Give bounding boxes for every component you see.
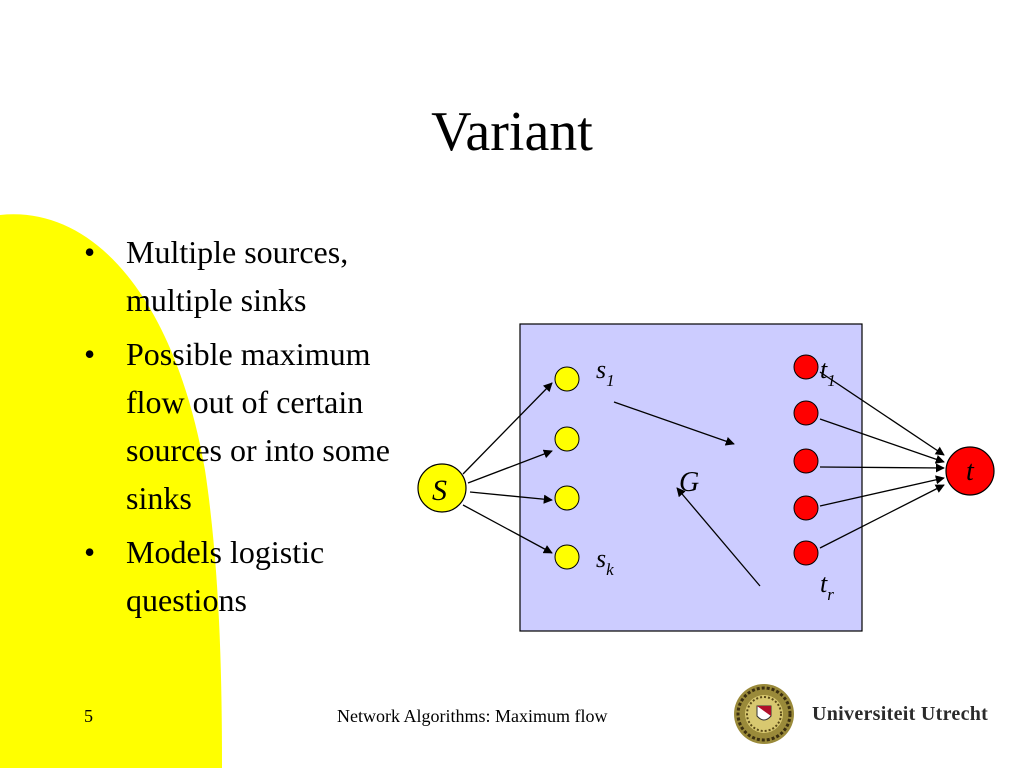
- edge-tr-t: [819, 484, 945, 549]
- super-sink-node: [945, 446, 995, 496]
- sink-edges: [819, 371, 945, 549]
- edge-S-s1: [462, 382, 553, 475]
- bullet-text: Multiple sources, multiple sinks: [126, 234, 349, 318]
- bullet-item: • Models logistic questions: [84, 528, 414, 624]
- super-source-label: S: [432, 474, 447, 507]
- bullet-icon: •: [84, 336, 96, 372]
- edge-t1-t: [819, 371, 945, 456]
- arrow-into-G: [613, 401, 735, 446]
- arrow-toward-G: [676, 487, 761, 587]
- source-node: [554, 485, 580, 511]
- sink-node: [793, 400, 819, 426]
- label-t1: t1: [820, 355, 836, 390]
- label-tr: tr: [820, 569, 834, 604]
- sink-node: [793, 448, 819, 474]
- course-title: Network Algorithms: Maximum flow: [337, 706, 608, 726]
- edge-t3-t: [819, 463, 945, 473]
- label-graph: G: [679, 467, 699, 498]
- utrecht-seal-icon: [734, 684, 794, 744]
- bullet-icon: •: [84, 234, 96, 270]
- slide-title: Variant: [431, 101, 593, 163]
- page-number: 5: [84, 706, 93, 726]
- sink-node: [793, 495, 819, 521]
- edge-S-s3: [469, 491, 553, 504]
- source-node-sk: [554, 544, 580, 570]
- bullet-item: • Multiple sources, multiple sinks: [84, 228, 414, 324]
- university-name: Universiteit Utrecht: [812, 703, 989, 725]
- edge-S-sk: [462, 504, 553, 554]
- edge-t4-t: [819, 475, 945, 507]
- edge-S-s2: [467, 449, 553, 484]
- edge-t2-t: [819, 418, 945, 464]
- sink-node-tr: [793, 540, 819, 566]
- source-edges: [462, 382, 553, 554]
- bullet-icon: •: [84, 534, 96, 570]
- bullet-list: • Multiple sources, multiple sinks • Pos…: [84, 228, 414, 630]
- label-s1: s1: [596, 355, 615, 390]
- bullet-text: Possible maximum flow out of certain sou…: [126, 336, 390, 516]
- node-labels: s1 sk t1 tr G: [596, 355, 836, 604]
- source-node: [554, 426, 580, 452]
- label-sk: sk: [596, 544, 614, 579]
- super-sink-label: t: [966, 456, 975, 487]
- bullet-item: • Possible maximum flow out of certain s…: [84, 330, 414, 522]
- sink-node-t1: [793, 354, 819, 380]
- bullet-text: Models logistic questions: [126, 534, 325, 618]
- graph-internal-arrows: [613, 401, 761, 587]
- source-node-s1: [554, 366, 580, 392]
- super-source-node: [417, 463, 467, 513]
